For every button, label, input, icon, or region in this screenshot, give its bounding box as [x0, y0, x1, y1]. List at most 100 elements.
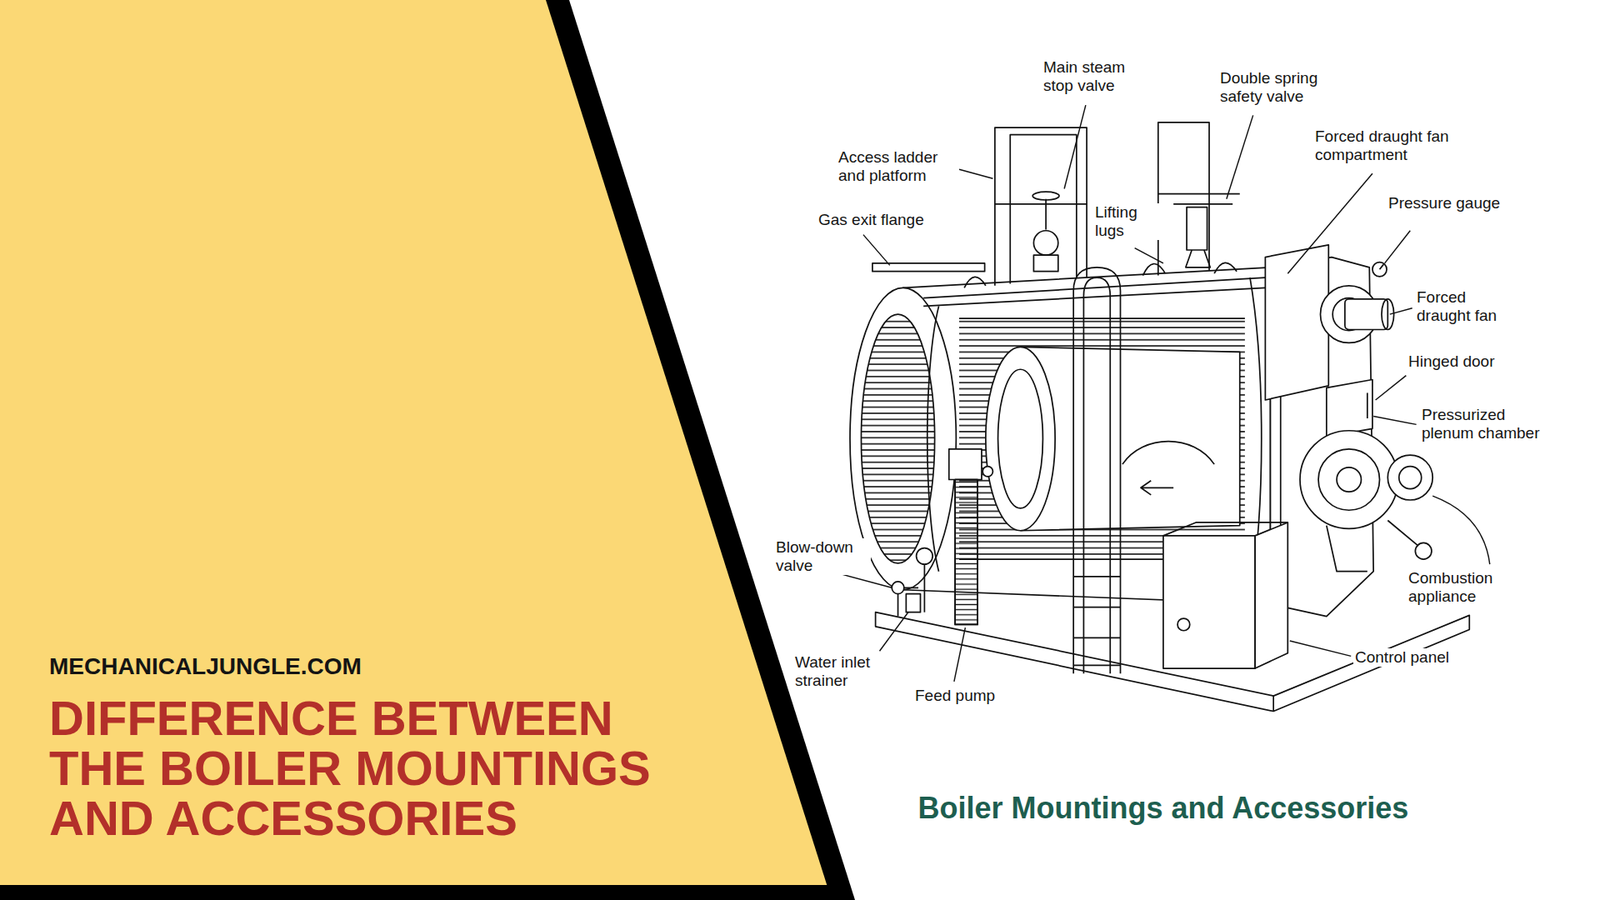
- feed-pump-part: [949, 449, 982, 480]
- control-panel-part: [1163, 535, 1255, 669]
- combustion-appliance-part: [1399, 466, 1422, 490]
- boiler-shell-part: [923, 277, 1265, 298]
- leader-lines-part: [863, 235, 890, 266]
- stop-valve-frame: [995, 127, 1087, 286]
- callout-label: Hinged door: [1406, 352, 1497, 371]
- base-skid-part: [1272, 695, 1275, 711]
- feed-pump-part: [982, 466, 993, 477]
- callout-label: Blow-down valve: [774, 538, 871, 575]
- leader-lines-part: [1373, 416, 1416, 425]
- lifting-lugs-part: [964, 276, 986, 288]
- lifting-lugs-part: [1214, 262, 1237, 274]
- furnace-tube-part: [1122, 441, 1215, 465]
- access-ladder-part: [1073, 267, 1120, 674]
- leader-lines-part: [959, 169, 993, 179]
- callout-label: Forced draught fan: [1415, 288, 1517, 325]
- furnace-tube-part: [1140, 480, 1174, 495]
- leader-lines-part: [1064, 105, 1086, 189]
- leader-lines-part: [1290, 640, 1351, 656]
- callout-label: Feed pump: [913, 686, 997, 705]
- leader-lines-part: [880, 612, 909, 652]
- fan-compartment-part: [1265, 245, 1329, 400]
- furnace-tube-part: [985, 346, 1055, 530]
- water-inlet-strainer: [905, 594, 920, 613]
- callout-label: Main steam stop valve: [1041, 58, 1144, 95]
- control-panel-part: [1177, 618, 1190, 631]
- leader-lines-part: [1390, 308, 1413, 315]
- blow-down-valve-part: [916, 548, 934, 565]
- callout-label: Pressurized plenum chamber: [1420, 405, 1560, 443]
- stop-valve-frame-part: [1033, 255, 1058, 272]
- combustion-appliance-part: [1326, 520, 1419, 571]
- leader-lines-part: [1135, 248, 1164, 264]
- stop-valve-frame-part: [1045, 199, 1047, 230]
- site-name: MECHANICALJUNGLE.COM: [49, 654, 362, 680]
- leader-lines-part: [1287, 173, 1373, 274]
- callout-label: Double spring safety valve: [1218, 69, 1340, 106]
- leader-lines: [839, 105, 1490, 682]
- stop-valve-frame-part: [995, 203, 1087, 205]
- callout-label: Water inlet strainer: [793, 653, 895, 690]
- black-bottom-bar: [0, 885, 842, 900]
- boiler-shell-part: [923, 287, 1265, 306]
- access-ladder-part: [1073, 576, 1120, 666]
- combustion-appliance-part: [1336, 467, 1361, 492]
- feed-pump-part: [955, 480, 978, 625]
- safety-valve-frame-part: [1186, 207, 1207, 250]
- stop-valve-frame-part: [1032, 191, 1060, 200]
- hinged-door-part: [1366, 392, 1369, 419]
- feed-pump: [949, 449, 994, 625]
- stop-valve-frame-part: [995, 127, 1087, 286]
- pressure-gauge-part: [1380, 264, 1385, 270]
- leader-lines-part: [1432, 495, 1490, 565]
- leader-lines-part: [1226, 115, 1254, 199]
- safety-valve-frame: [1158, 122, 1240, 276]
- blow-down-valve-part: [924, 564, 926, 613]
- callout-label: Gas exit flange: [816, 210, 926, 230]
- boiler-shell-part: [927, 305, 940, 571]
- control-panel-part: [1163, 522, 1288, 536]
- feed-pump-part: [955, 480, 978, 625]
- leader-lines-part: [1385, 230, 1411, 264]
- combustion-appliance-part: [1318, 449, 1380, 510]
- combustion-appliance-part: [1387, 455, 1433, 500]
- page-title: DIFFERENCE BETWEEN THE BOILER MOUNTINGS …: [49, 693, 691, 844]
- control-panel-part: [1255, 522, 1288, 669]
- pressure-gauge: [1372, 262, 1387, 277]
- fan-compartment: [1265, 245, 1394, 400]
- safety-valve-frame-part: [1158, 122, 1210, 276]
- lifting-lugs: [964, 262, 1237, 288]
- leader-lines-part: [1375, 375, 1407, 400]
- combustion-appliance-part: [1300, 430, 1399, 530]
- callout-label: Access ladder and platform: [836, 148, 953, 185]
- lifting-lugs-part: [1142, 264, 1165, 276]
- callout-label: Forced draught fan compartment: [1313, 127, 1457, 165]
- water-inlet-strainer-part: [905, 594, 920, 613]
- boiler-shell-part: [857, 316, 940, 562]
- control-panel: [1163, 522, 1288, 669]
- blow-down-valve: [891, 548, 933, 617]
- stop-valve-frame-part: [1033, 230, 1058, 255]
- furnace-tube: [985, 346, 1240, 530]
- safety-valve-frame-part: [1173, 203, 1233, 205]
- blow-down-valve-part: [891, 581, 905, 595]
- leader-lines-part: [954, 627, 965, 682]
- figure-caption: Boiler Mountings and Accessories: [918, 790, 1410, 826]
- callout-label: Lifting lugs: [1093, 203, 1160, 240]
- callout-label: Combustion appliance: [1406, 569, 1514, 606]
- leader-lines-part: [839, 573, 893, 588]
- hinged-door: [1326, 380, 1373, 438]
- furnace-tube-part: [998, 369, 1044, 509]
- safety-valve-frame-part: [1185, 250, 1210, 268]
- callout-label: Control panel: [1353, 648, 1451, 667]
- hinged-door-part: [1326, 380, 1373, 438]
- access-ladder: [1073, 267, 1120, 674]
- stop-valve-frame-part: [1010, 135, 1077, 285]
- pressure-gauge-part: [1372, 262, 1387, 277]
- combustion-appliance: [1300, 430, 1433, 572]
- access-ladder-part: [1083, 277, 1110, 674]
- callout-label: Pressure gauge: [1386, 194, 1502, 213]
